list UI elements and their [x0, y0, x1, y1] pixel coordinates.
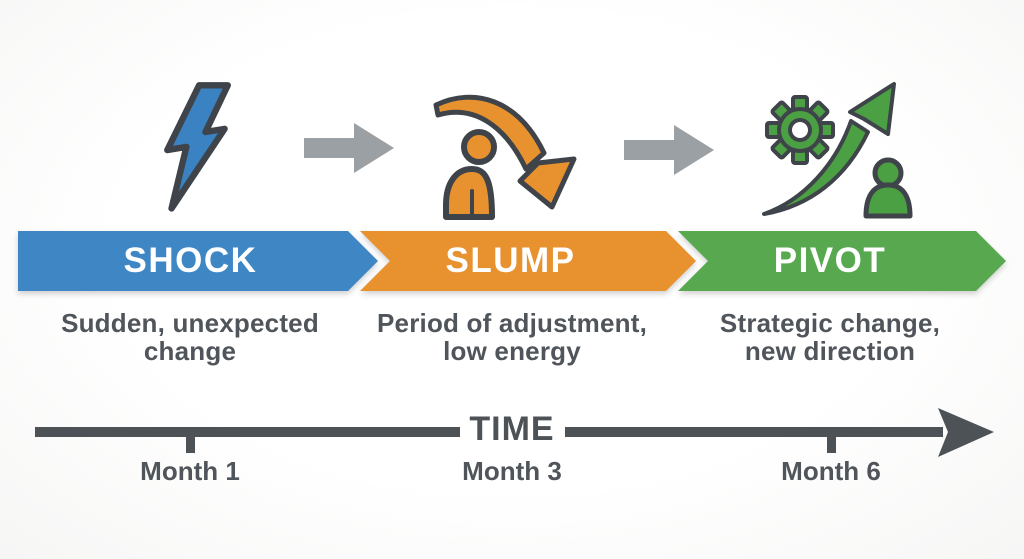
tick-month-1	[186, 436, 195, 453]
timeline-marker-month-1: Month 1	[140, 456, 240, 486]
gear-rising-arrow-person-icon	[762, 82, 913, 219]
gear-icon	[765, 95, 835, 165]
tick-month-6	[827, 436, 836, 453]
lightning-bolt-icon	[164, 82, 231, 212]
timeline-arrowhead-icon	[938, 408, 994, 457]
timeline-segment-right	[565, 427, 943, 437]
stage-description-shock: Sudden, unexpected change	[61, 308, 319, 366]
shock-chevron	[18, 231, 378, 291]
stage-description-slump: Period of adjustment, low energy	[377, 308, 648, 366]
timeline-axis	[35, 408, 994, 457]
timeline-segment-left	[35, 427, 460, 437]
stage-label-pivot: PIVOT	[773, 241, 887, 280]
stage-description-pivot: Strategic change, new direction	[719, 308, 941, 366]
slumped-person-down-arrow-icon	[433, 94, 577, 220]
stage-label-slump: SLUMP	[445, 241, 576, 280]
stage-banner	[18, 231, 1006, 291]
timeline-axis-label: TIME	[469, 410, 555, 448]
right-arrow-icon	[304, 123, 394, 173]
timeline-marker-month-3: Month 3	[462, 456, 562, 486]
pivot-chevron	[678, 231, 1006, 291]
timeline-marker-month-6: Month 6	[781, 456, 881, 486]
slump-chevron	[360, 231, 696, 291]
stage-label-shock: SHOCK	[123, 241, 258, 280]
right-arrow-icon	[624, 125, 714, 175]
